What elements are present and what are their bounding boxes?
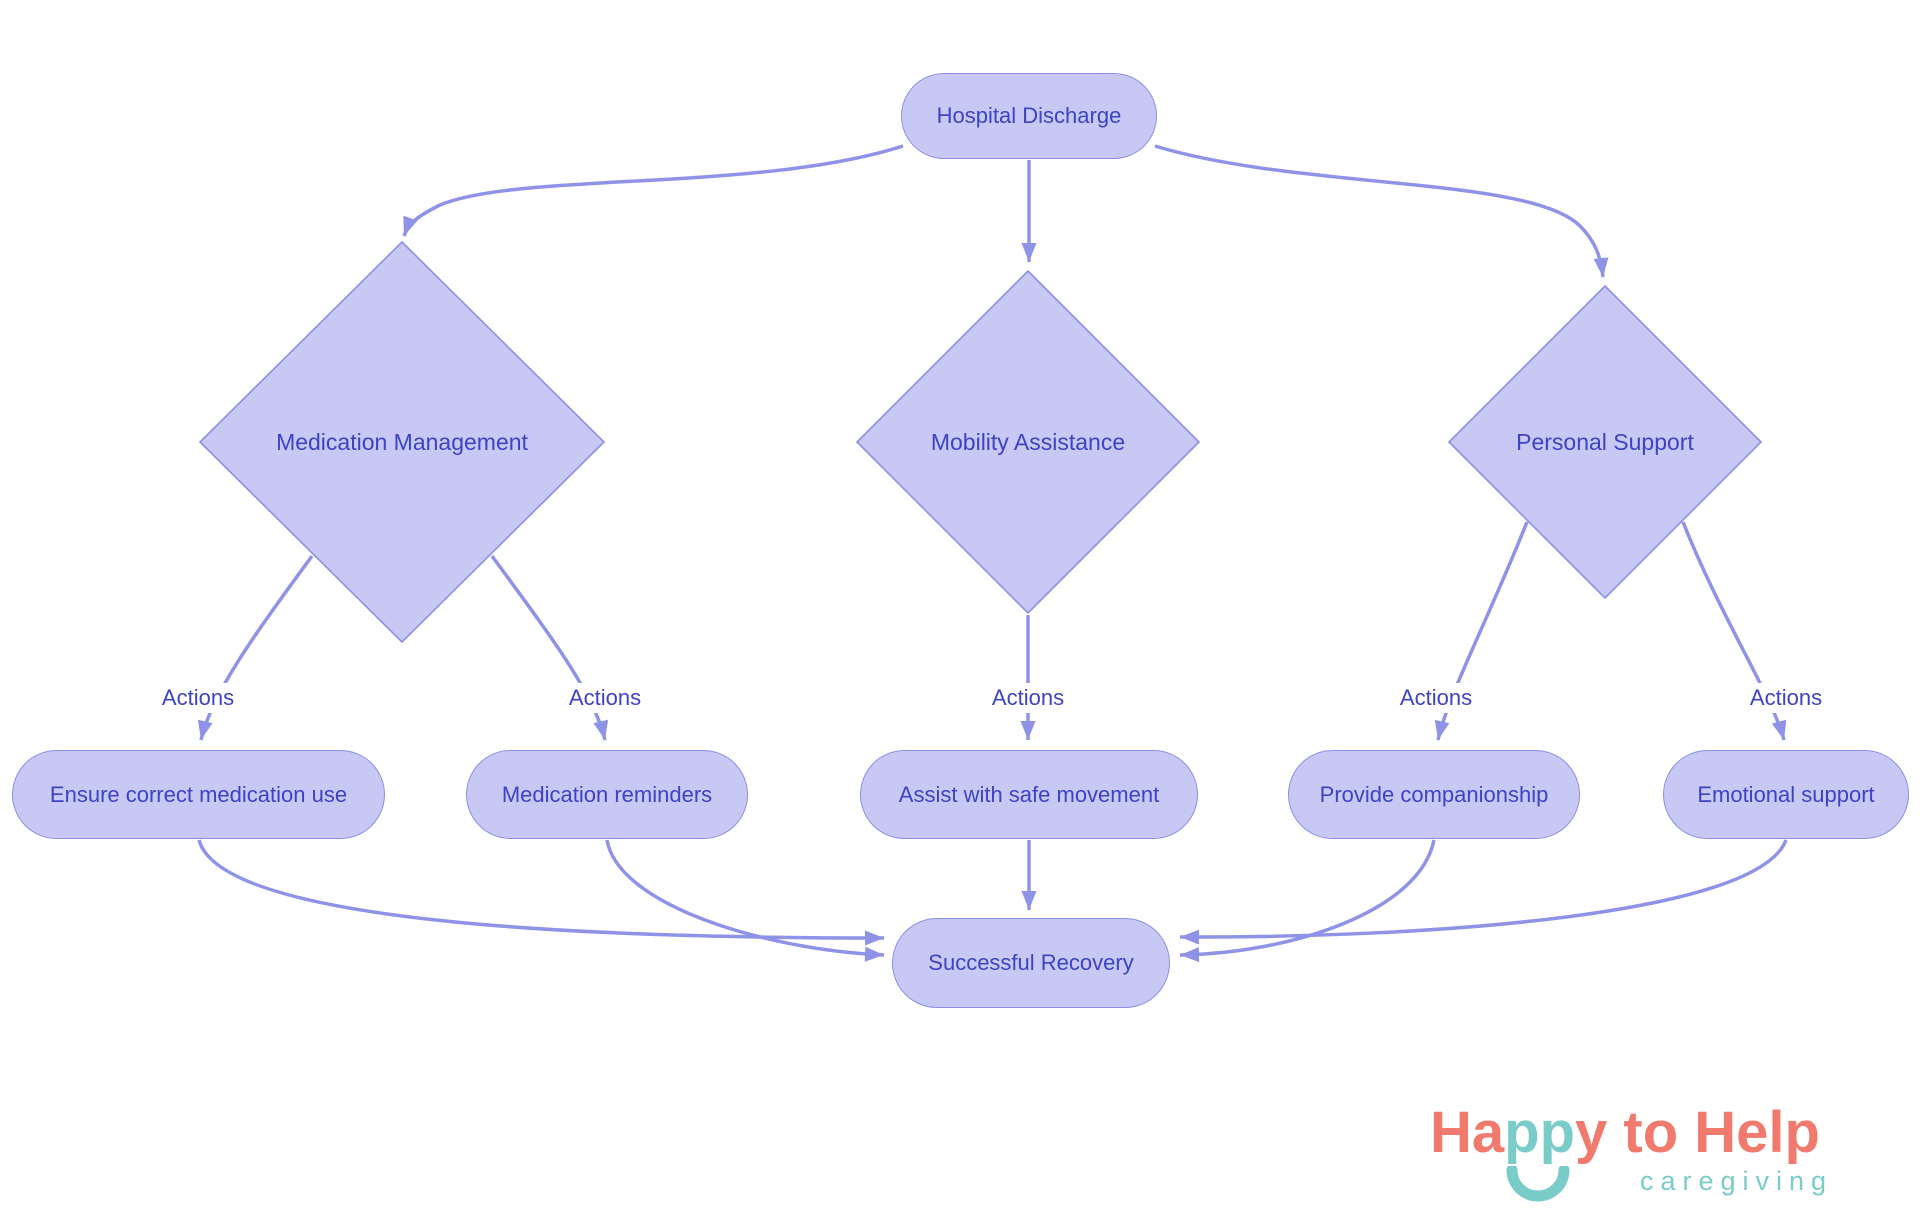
node-mobility-assistance-label: Mobility Assistance	[930, 428, 1126, 455]
node-hospital-discharge-label: Hospital Discharge	[936, 103, 1122, 128]
edge-discharge-to-medication-management	[402, 144, 904, 237]
edge-label-actions-1: Actions	[155, 683, 241, 713]
logo-wordmark-part1: Ha	[1430, 1100, 1505, 1165]
node-successful-recovery: Successful Recovery	[892, 918, 1170, 1008]
edge-companionship-to-recovery	[1179, 839, 1436, 963]
edge-label-actions-5: Actions	[1743, 683, 1829, 713]
edge-emotional-support-to-recovery	[1179, 839, 1788, 945]
edge-ensure-use-to-recovery	[197, 839, 885, 946]
node-personal-support-label: Personal Support	[1516, 428, 1694, 455]
node-ensure-correct-medication-use-label: Ensure correct medication use	[49, 781, 348, 807]
diamond-personal-support	[1447, 284, 1763, 600]
edge-personal-support-to-companionship	[1434, 521, 1529, 741]
node-medication-management-label: Medication Management	[276, 428, 528, 455]
happy-to-help-logo: Happy to Help caregiving	[1422, 1100, 1892, 1210]
diamond-medication-management	[198, 240, 606, 644]
diamond-mobility-assistance	[855, 269, 1201, 615]
edge-label-actions-3: Actions	[985, 683, 1071, 713]
node-medication-reminders-label: Medication reminders	[501, 781, 713, 807]
node-emotional-support: Emotional support	[1663, 750, 1909, 839]
node-successful-recovery-label: Successful Recovery	[928, 950, 1134, 975]
logo-wordmark-part3: y to Help	[1575, 1100, 1820, 1165]
node-emotional-support-label: Emotional support	[1697, 781, 1875, 807]
node-provide-companionship-label: Provide companionship	[1319, 781, 1549, 807]
logo-tagline: caregiving	[1640, 1166, 1834, 1196]
edge-label-actions-2: Actions	[562, 683, 648, 713]
node-hospital-discharge: Hospital Discharge	[901, 73, 1157, 159]
node-provide-companionship: Provide companionship	[1288, 750, 1580, 839]
edge-medication-management-to-ensure-use	[197, 554, 314, 741]
logo-wordmark-part2: pp	[1504, 1100, 1576, 1165]
edge-personal-support-to-emotional-support	[1681, 521, 1787, 741]
edge-reminders-to-recovery	[605, 839, 885, 962]
node-assist-with-safe-movement-label: Assist with safe movement	[898, 781, 1160, 807]
node-assist-with-safe-movement: Assist with safe movement	[860, 750, 1198, 839]
edge-label-actions-4: Actions	[1393, 683, 1479, 713]
logo-wordmark: Happy to Help	[1430, 1104, 1820, 1162]
edge-medication-management-to-reminders	[490, 554, 609, 741]
edge-discharge-to-personal-support	[1154, 144, 1609, 278]
node-medication-reminders: Medication reminders	[466, 750, 748, 839]
node-ensure-correct-medication-use: Ensure correct medication use	[12, 750, 385, 839]
smile-icon	[1506, 1166, 1570, 1202]
